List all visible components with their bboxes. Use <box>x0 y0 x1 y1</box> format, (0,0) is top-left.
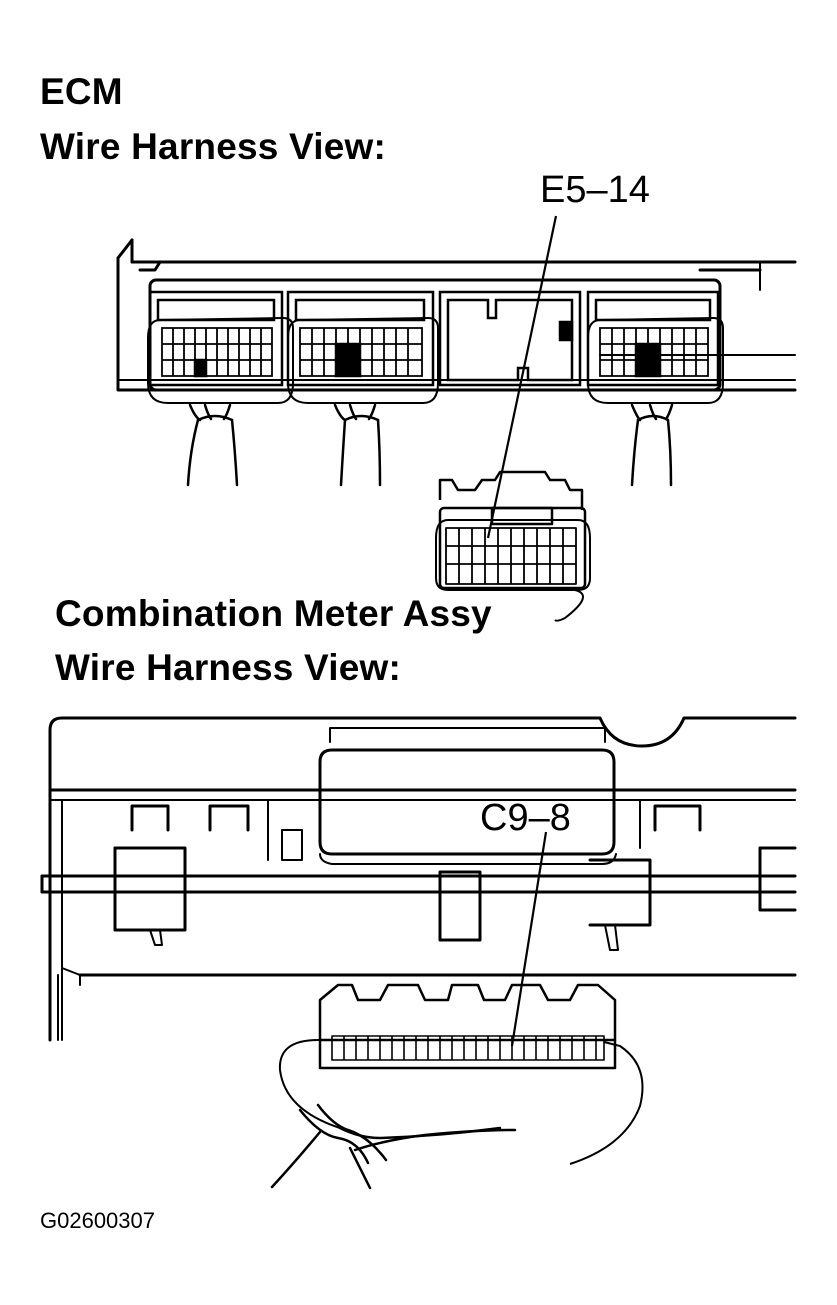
ecm-connector-4 <box>588 292 723 403</box>
c9-8-callout: C9–8 <box>480 797 571 839</box>
ecm-unit <box>118 240 795 390</box>
c9-8-leader-line <box>512 832 546 1046</box>
meter-view-label: Wire Harness View: <box>55 647 402 688</box>
e5-connector-detail <box>436 472 590 621</box>
ecm-connector-e5 <box>440 292 580 385</box>
c9-connector-detail <box>280 985 643 1164</box>
ecm-connector-1 <box>148 292 293 403</box>
e5-14-callout: E5–14 <box>540 169 650 211</box>
combination-meter-unit <box>42 718 795 1040</box>
ecm-connector-2 <box>288 292 438 403</box>
e5-14-leader-line <box>488 216 556 538</box>
figure-code: G02600307 <box>40 1208 155 1233</box>
ecm-view-label: Wire Harness View: <box>40 126 387 167</box>
ecm-harness-wires <box>188 405 672 485</box>
meter-harness-wires <box>272 1105 515 1188</box>
ecm-title: ECM <box>40 71 123 112</box>
meter-title: Combination Meter Assy <box>55 593 492 634</box>
